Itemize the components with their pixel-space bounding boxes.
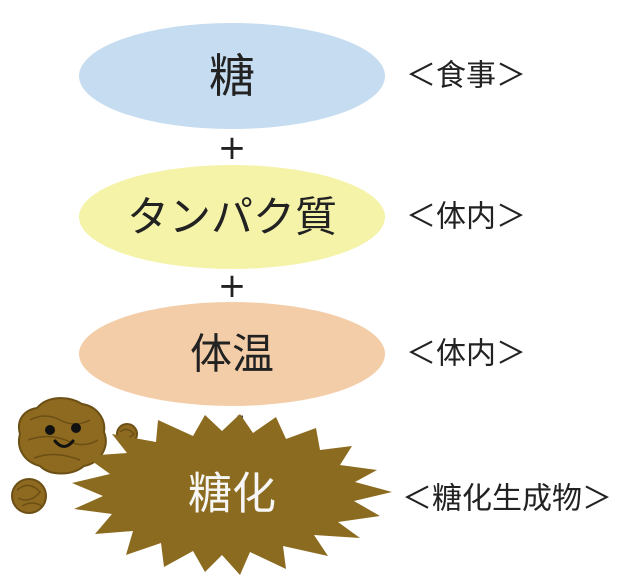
protein-ellipse (79, 165, 385, 269)
body-temperature-source: ＜体内＞ (406, 337, 526, 372)
body-temperature-ellipse (79, 302, 385, 406)
plus-sign-1: + (218, 128, 247, 168)
glycation-label: 糖化 (188, 469, 276, 520)
protein-label: タンパク質 (127, 193, 337, 242)
blob-character-icon (18, 397, 107, 475)
plus-sign-2: + (218, 266, 247, 306)
sugar-ellipse (79, 23, 385, 129)
body-temperature-label: 体温 (190, 330, 274, 379)
round-blob-icon (11, 478, 47, 514)
protein-source: ＜体内＞ (406, 200, 526, 235)
sugar-source: ＜食事＞ (406, 59, 526, 94)
sugar-label: 糖 (209, 49, 255, 103)
glycation-product-source: ＜糖化生成物＞ (402, 482, 612, 517)
glycation-starburst (72, 414, 392, 575)
